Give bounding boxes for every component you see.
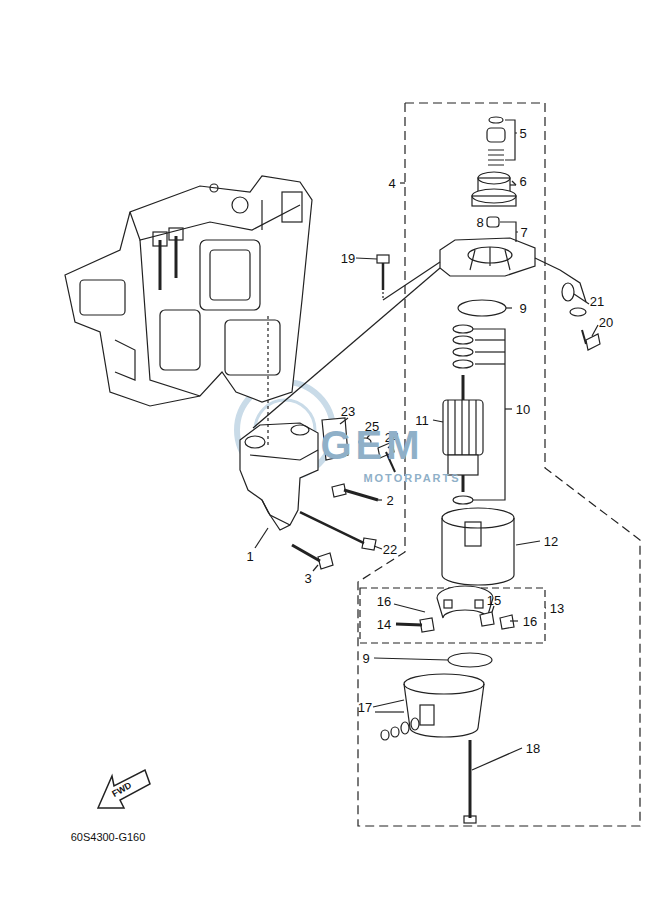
callout-number: 9 [519, 302, 526, 315]
watermark: GEM [320, 425, 423, 465]
callout-number: 18 [526, 742, 540, 755]
callout-number: 15 [487, 594, 501, 607]
callout-number: 7 [520, 226, 527, 239]
watermark: MOTORPARTS [363, 473, 460, 484]
callout-number: 8 [476, 216, 483, 229]
callout-number: 5 [519, 127, 526, 140]
callout-number: 14 [377, 618, 391, 631]
callout-number: 9 [362, 652, 369, 665]
callout-number: 19 [341, 252, 355, 265]
callout-number: 13 [550, 602, 564, 615]
callout-number: 16 [377, 595, 391, 608]
callout-number: 21 [590, 295, 604, 308]
callout-number: 2 [386, 494, 393, 507]
callout-number: 6 [519, 175, 526, 188]
callout-number: 20 [599, 316, 613, 329]
callout-number: 22 [383, 543, 397, 556]
callout-number: 3 [304, 572, 311, 585]
callout-number: 17 [358, 701, 372, 714]
callout-number: 23 [341, 405, 355, 418]
diagram-code: 60S4300-G160 [71, 832, 146, 843]
callout-number: 4 [388, 177, 395, 190]
callout-number: 1 [246, 550, 253, 563]
callout-number: 12 [544, 535, 558, 548]
callout-number: 10 [516, 403, 530, 416]
callout-number: 16 [523, 615, 537, 628]
